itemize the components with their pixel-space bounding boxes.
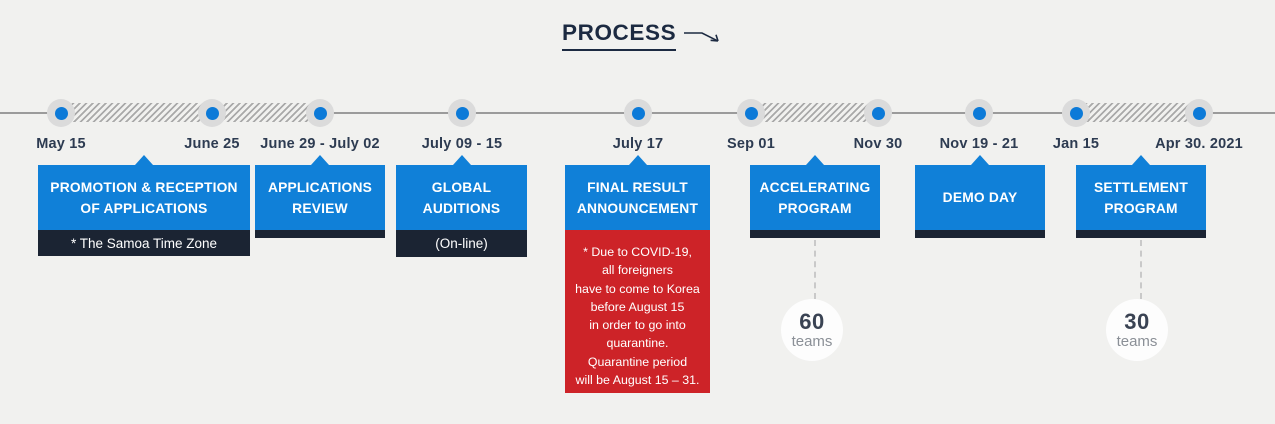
- dashed-connector: [814, 240, 816, 299]
- timeline-hatched-segment: [751, 103, 878, 122]
- teams-count: 60: [799, 308, 825, 334]
- stage-footer-strip: [915, 230, 1045, 238]
- stage-title: SETTLEMENT: [1094, 179, 1188, 195]
- timeline-dot: [306, 99, 334, 127]
- stage-box-final-result: FINAL RESULT ANNOUNCEMENT * Due to COVID…: [565, 155, 710, 393]
- teams-badge-30: 30 teams: [1106, 299, 1168, 361]
- milestone-date: June 25: [184, 136, 240, 152]
- milestone-june-29-july-02: June 29 - July 02: [240, 99, 400, 152]
- stage-title: OF APPLICATIONS: [80, 200, 208, 216]
- stage-note: * The Samoa Time Zone: [38, 230, 250, 256]
- teams-badge-60: 60 teams: [781, 299, 843, 361]
- timeline-dot: [965, 99, 993, 127]
- milestone-jan-15: Jan 15: [996, 99, 1156, 152]
- stage-box-global-auditions: GLOBAL AUDITIONS (On-line): [396, 155, 527, 257]
- stage-footer-strip: [750, 230, 880, 238]
- stage-title: FINAL RESULT: [587, 179, 688, 195]
- milestone-date: Nov 30: [853, 136, 903, 152]
- stage-note: (On-line): [396, 230, 527, 257]
- covid-warning-note: * Due to COVID-19, all foreigners have t…: [565, 230, 710, 393]
- teams-unit: teams: [1116, 332, 1158, 350]
- milestone-date: July 09 - 15: [421, 136, 503, 152]
- triangle-connector: [311, 155, 329, 165]
- timeline-dot: [864, 99, 892, 127]
- milestone-may-15: May 15: [0, 99, 141, 152]
- stage-footer-strip: [1076, 230, 1206, 238]
- triangle-connector: [806, 155, 824, 165]
- teams-unit: teams: [791, 332, 833, 350]
- stage-box-applications-review: APPLICATIONS REVIEW: [255, 155, 385, 238]
- title-block: PROCESS: [562, 20, 723, 51]
- triangle-connector: [971, 155, 989, 165]
- stage-title: PROMOTION & RECEPTION: [50, 179, 238, 195]
- milestone-june-25: June 25: [132, 99, 292, 152]
- stage-footer-strip: [255, 230, 385, 238]
- page-title: PROCESS: [562, 20, 677, 51]
- stage-title: AUDITIONS: [422, 200, 501, 216]
- stage-title: PROGRAM: [1104, 200, 1178, 216]
- milestone-date: Jan 15: [1052, 136, 1100, 152]
- triangle-connector: [1132, 155, 1150, 165]
- stage-title: PROGRAM: [778, 200, 852, 216]
- timeline-dot: [737, 99, 765, 127]
- milestone-date: July 17: [612, 136, 664, 152]
- arrow-icon: [684, 32, 719, 42]
- milestone-date: Sep 01: [727, 136, 775, 152]
- timeline-hatched-segment: [61, 103, 212, 122]
- timeline-dot: [1185, 99, 1213, 127]
- milestone-date: Nov 19 - 21: [939, 136, 1019, 152]
- timeline-dot: [1062, 99, 1090, 127]
- stage-box-promotion-reception: PROMOTION & RECEPTION OF APPLICATIONS * …: [38, 155, 250, 256]
- stage-title: APPLICATIONS: [267, 179, 373, 195]
- milestone-sep-01: Sep 01: [671, 99, 831, 152]
- milestone-date: Apr 30. 2021: [1155, 136, 1243, 152]
- triangle-connector: [452, 155, 471, 165]
- timeline-dot: [448, 99, 476, 127]
- stage-title: REVIEW: [292, 200, 348, 216]
- triangle-connector: [135, 155, 153, 165]
- milestone-nov-19-21: Nov 19 - 21: [899, 99, 1059, 152]
- triangle-connector: [628, 155, 647, 165]
- stage-box-demo-day: DEMO DAY: [915, 155, 1045, 238]
- stage-box-accelerating-program: ACCELERATING PROGRAM: [750, 155, 880, 238]
- milestone-apr-30-2021: Apr 30. 2021: [1119, 99, 1275, 152]
- stage-title: GLOBAL: [431, 179, 492, 195]
- dashed-connector: [1140, 240, 1142, 299]
- milestone-nov-30: Nov 30: [798, 99, 958, 152]
- milestone-date: May 15: [36, 136, 86, 152]
- timeline-hatched-segment: [212, 103, 320, 122]
- stage-title: ANNOUNCEMENT: [576, 200, 699, 216]
- stage-title: DEMO DAY: [942, 190, 1018, 205]
- milestone-july-17: July 17: [558, 99, 718, 152]
- stage-box-settlement-program: SETTLEMENT PROGRAM: [1076, 155, 1206, 238]
- milestone-july-09-15: July 09 - 15: [382, 99, 542, 152]
- milestone-date: June 29 - July 02: [260, 136, 380, 152]
- timeline-dot: [198, 99, 226, 127]
- timeline-hatched-segment: [1076, 103, 1199, 122]
- teams-count: 30: [1124, 308, 1150, 334]
- stage-title: ACCELERATING: [759, 179, 871, 195]
- timeline-dot: [47, 99, 75, 127]
- timeline-dot: [624, 99, 652, 127]
